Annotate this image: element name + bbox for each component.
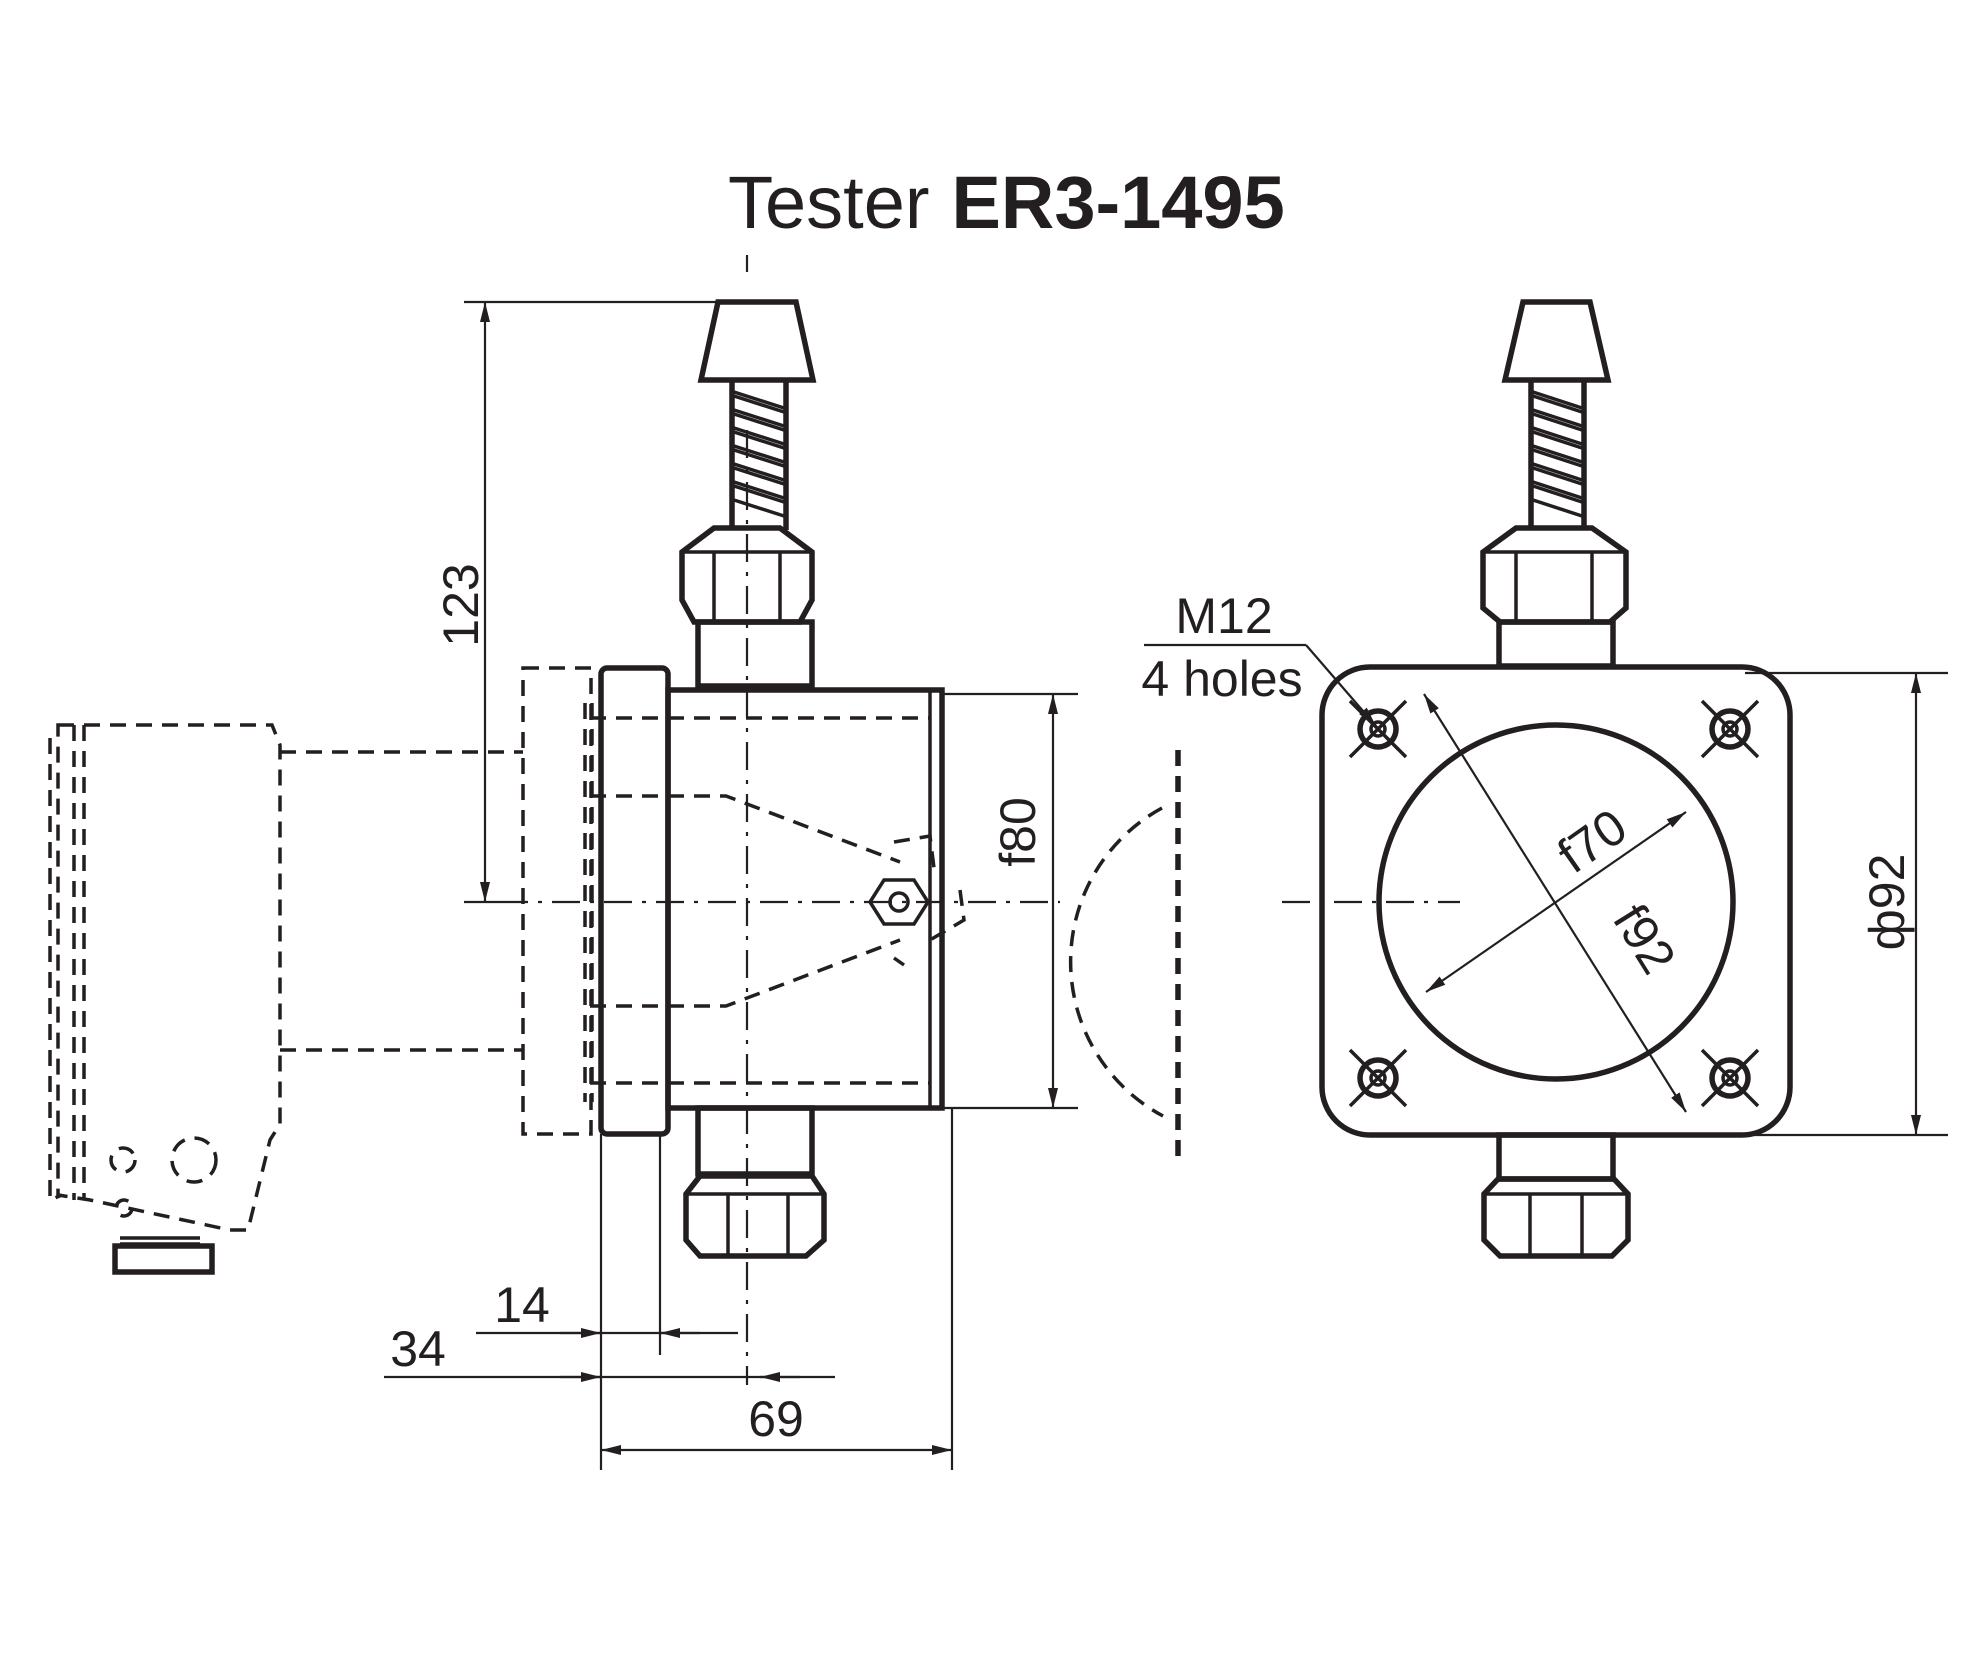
hex-bolt: [867, 878, 931, 926]
base-plate: [112, 1243, 215, 1275]
mounting-hole-br: [1700, 1048, 1760, 1108]
front-top-nut: [1480, 525, 1629, 625]
dim-body-diameter: f80: [990, 797, 1046, 867]
dim-depth: 69: [748, 1391, 804, 1447]
front-dimensions: f70 f92 ф92 M12 4 holes: [1141, 588, 1948, 1137]
dim-flange-width: ф92: [1859, 854, 1915, 951]
side-view: [48, 255, 1181, 1385]
probe-spring: [729, 382, 789, 530]
mounting-hole-bl: [1348, 1048, 1408, 1108]
probe-tip: [697, 299, 817, 383]
dim-bolt-circle: f70: [1548, 798, 1637, 884]
mounting-hole-tl: [1348, 699, 1408, 759]
side-dimensions: 123 f80 14 34 69: [384, 300, 1078, 1470]
dim-flange-diagonal: f92: [1602, 895, 1686, 984]
dashed-housing: [48, 723, 523, 1246]
drawing-title: Tester ER3-1495: [728, 161, 1285, 244]
mounting-hole-tr: [1700, 699, 1760, 759]
dim-flange-thickness: 14: [494, 1277, 550, 1333]
title-prefix: Tester: [728, 161, 930, 244]
front-view: [1282, 299, 1793, 1259]
hole-count-label: 4 holes: [1141, 651, 1302, 707]
front-probe-spring: [1528, 382, 1587, 530]
title-model: ER3-1495: [952, 161, 1285, 244]
flange: [598, 665, 671, 1137]
bottom-nut: [683, 1173, 827, 1259]
top-gland: [695, 619, 815, 689]
body: [665, 687, 945, 1111]
front-probe-tip: [1501, 299, 1612, 383]
dim-height: 123: [433, 563, 489, 646]
hole-thread-label: M12: [1175, 588, 1272, 644]
front-bottom-nut: [1481, 1176, 1631, 1259]
dim-mount-offset: 34: [390, 1321, 446, 1377]
bottom-gland: [695, 1105, 815, 1177]
